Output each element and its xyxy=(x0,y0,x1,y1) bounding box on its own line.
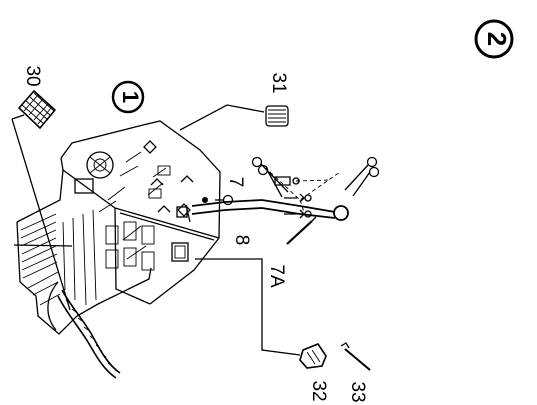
callout-30: 30 xyxy=(22,65,43,86)
rod-part xyxy=(340,342,371,371)
step-marker-2: 2 xyxy=(474,19,514,59)
step-marker-1-text: 1 xyxy=(118,91,143,103)
callout-7: 7 xyxy=(225,177,246,188)
guide-lines xyxy=(269,171,341,216)
step-marker-1: 1 xyxy=(111,80,145,114)
callout-32: 32 xyxy=(308,380,329,401)
leader-lines xyxy=(11,104,301,356)
cable-part xyxy=(47,281,121,379)
pin-part xyxy=(286,216,317,245)
lever-bracket-part xyxy=(185,199,349,223)
step-marker-2-text: 2 xyxy=(482,32,512,46)
housing-part xyxy=(16,120,221,335)
clip-part xyxy=(299,343,327,369)
callout-31: 31 xyxy=(268,72,289,93)
scissors-icon-2 xyxy=(344,156,380,197)
spring-part xyxy=(265,105,289,127)
callout-7a: 7A xyxy=(266,264,287,288)
callout-8: 8 xyxy=(231,235,252,246)
filter-pad-part xyxy=(17,89,57,130)
callout-33: 33 xyxy=(347,381,368,402)
